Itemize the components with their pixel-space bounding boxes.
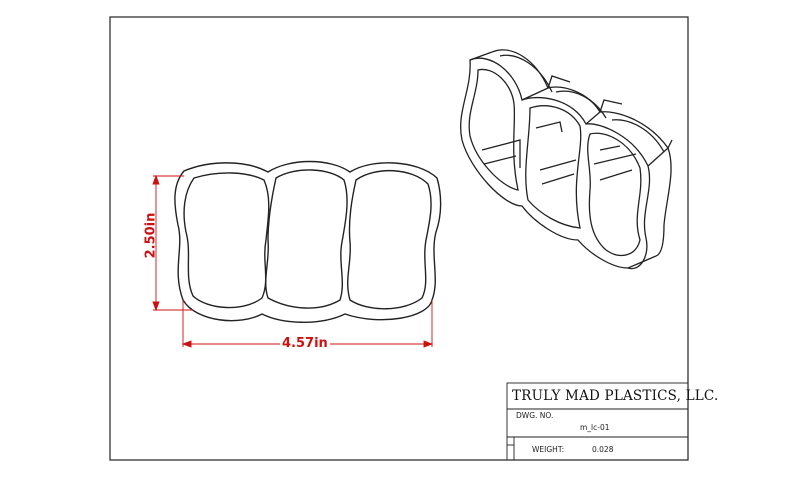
width-dimension-label: 4.57in: [280, 336, 330, 351]
cavity-1: [183, 172, 270, 309]
weight-value: 0.028: [592, 445, 614, 454]
iso-cavity-3: [587, 132, 642, 257]
dwg-no-value: m_lc-01: [580, 423, 610, 432]
sheet-border: [109, 16, 689, 461]
iso-cavity-1: [468, 68, 519, 191]
front-view: [174, 160, 442, 323]
iso-back-rim: [491, 49, 672, 257]
isometric-view: [460, 49, 673, 270]
cavity-2: [265, 169, 348, 309]
title-block: [506, 382, 689, 461]
iso-front-contour: [460, 57, 651, 270]
height-dimension: [152, 174, 193, 312]
height-dimension-label: 2.50in: [143, 212, 159, 259]
iso-cavity-2: [525, 105, 582, 229]
dwg-no-label: DWG. NO.: [516, 411, 554, 420]
cavity-3: [347, 170, 432, 310]
weight-label: WEIGHT:: [532, 445, 565, 454]
outer-contour: [174, 160, 442, 323]
company-name: TRULY MAD PLASTICS, LLC.: [512, 388, 719, 404]
